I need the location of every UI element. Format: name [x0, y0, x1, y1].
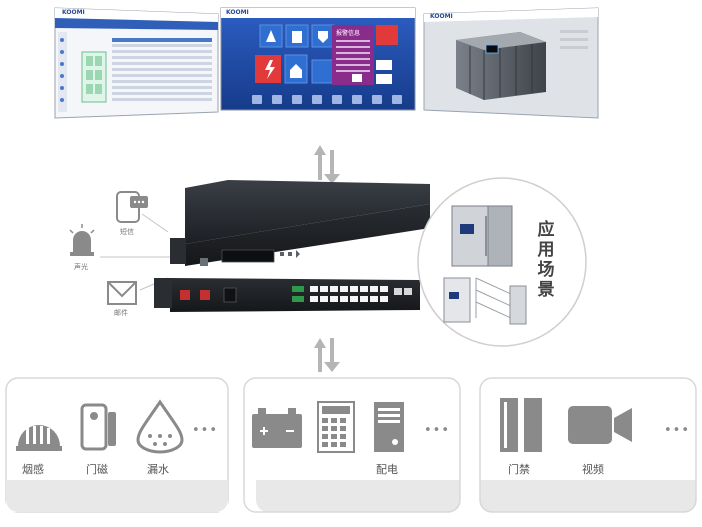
sensor-label-door: 门磁: [86, 463, 108, 476]
battery-icon: [252, 408, 302, 448]
application-scenario-circle: [417, 177, 587, 347]
logo-text-right: KOOMI: [430, 13, 453, 20]
sensor-label-video: 视频: [582, 463, 604, 476]
application-scenario-label: 应用场景: [537, 220, 555, 300]
arrows-top: [314, 145, 340, 184]
sensor-label-access: 门禁: [508, 463, 530, 476]
logo-text-left: KOOMI: [62, 9, 85, 16]
notify-label-email: 邮件: [114, 309, 128, 317]
screen-left: [54, 7, 219, 119]
sensor-label-water: 漏水: [147, 463, 169, 476]
sensor-group-power: [243, 377, 461, 513]
screen-middle: [220, 7, 416, 111]
phone-icon: [116, 191, 148, 223]
alarm-light-icon: [69, 224, 95, 256]
screen-right: [423, 7, 599, 119]
sensor-group-security: [479, 377, 697, 513]
notify-label-sound-light: 声光: [74, 263, 88, 271]
smoke-detector-icon: [16, 425, 62, 451]
access-control-icon: [500, 398, 542, 452]
power-distribution-icon: [374, 402, 404, 452]
more-icon-group2: •••: [424, 423, 451, 438]
water-leak-icon: [136, 399, 184, 454]
more-icon-group3: •••: [664, 423, 691, 438]
more-icon-group1: •••: [192, 423, 219, 438]
door-sensor-icon: [80, 403, 116, 451]
monitoring-host-device: [154, 180, 430, 312]
notify-label-sms: 短信: [120, 228, 134, 236]
logo-text-middle: KOOMI: [226, 9, 249, 16]
alarm-info-title: 报警信息: [336, 30, 361, 37]
ac-panel-icon: [317, 401, 355, 453]
video-camera-icon: [568, 406, 632, 444]
sensor-label-smoke: 烟感: [22, 463, 44, 476]
email-icon: [107, 281, 137, 305]
arrows-bottom: [314, 338, 340, 372]
sensor-label-power: 配电: [376, 463, 398, 476]
sensor-group-env: [5, 377, 229, 513]
